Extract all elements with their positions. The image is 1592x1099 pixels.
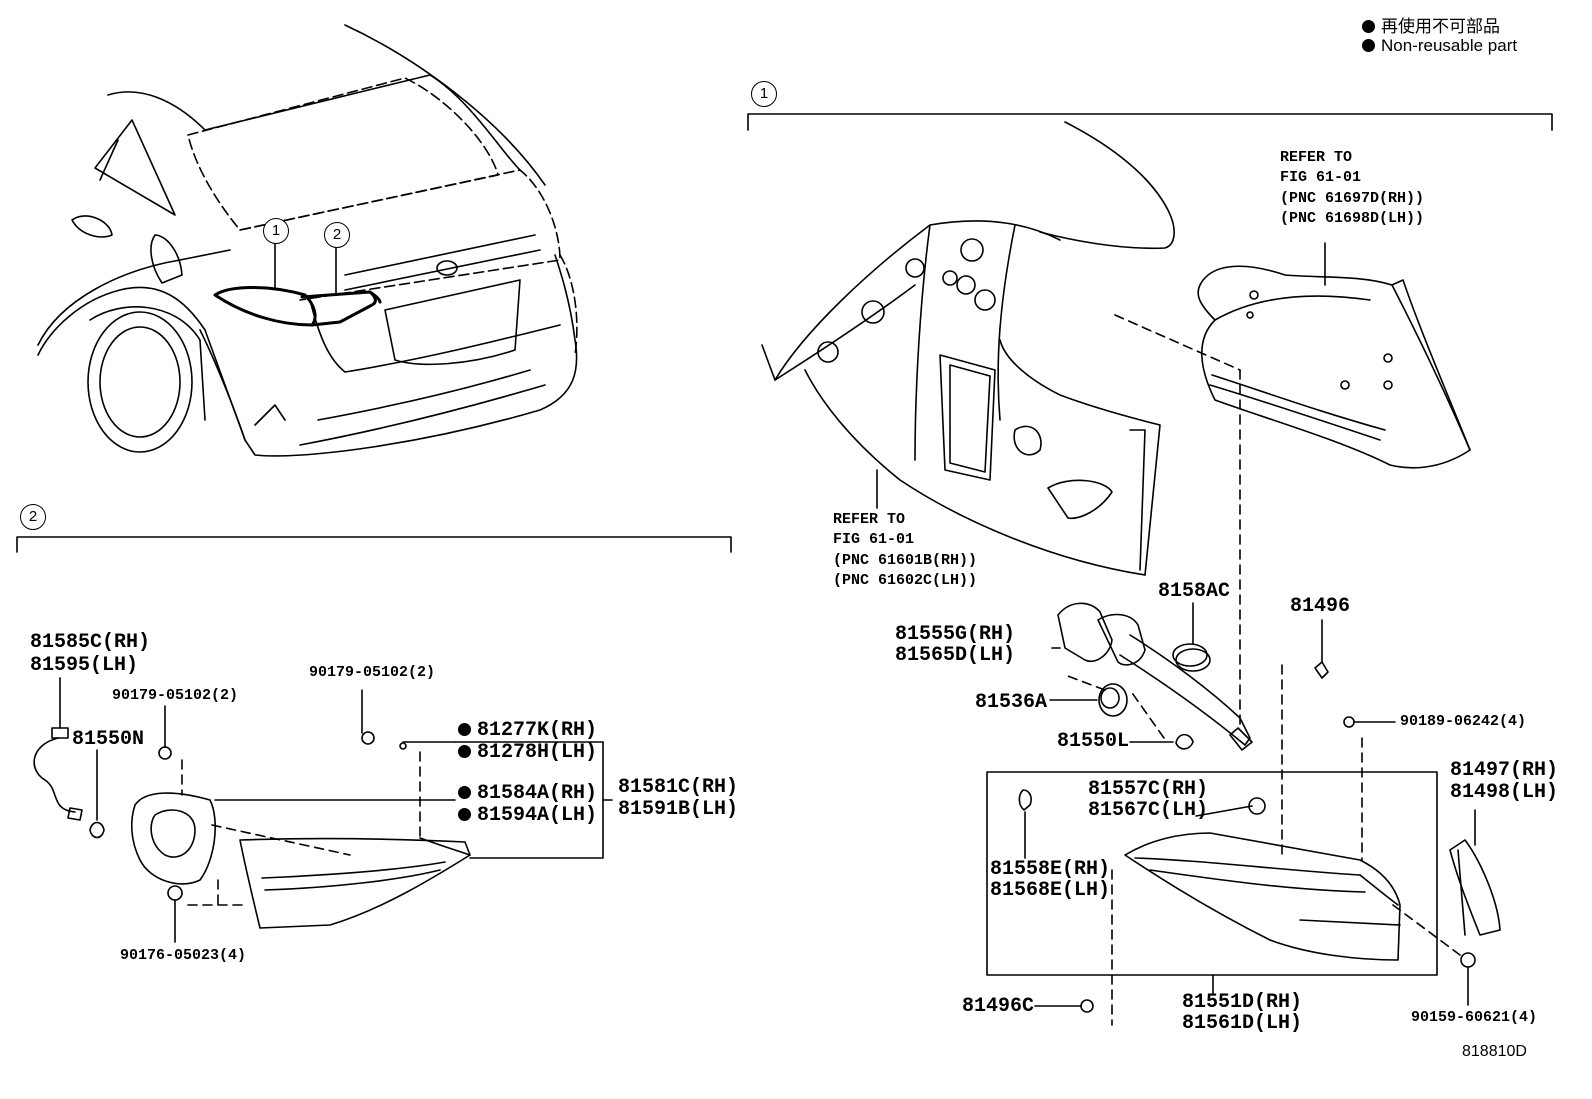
part-81585c[interactable]: 81585C(RH)	[30, 631, 151, 654]
part-81550l[interactable]: 81550L	[1057, 730, 1130, 753]
legend-non-reusable-jp: 再使用不可部品	[1362, 12, 1500, 37]
legend-non-reusable-en: Non-reusable part	[1362, 36, 1517, 56]
non-reusable-icon	[458, 786, 471, 799]
part-81497[interactable]: 81497(RH)	[1450, 759, 1559, 782]
part-81278h[interactable]: 81278H(LH)	[458, 743, 597, 763]
part-81555g[interactable]: 81555G(RH)	[895, 623, 1016, 646]
part-81496[interactable]: 81496	[1290, 595, 1351, 618]
part-81536a[interactable]: 81536A	[975, 691, 1048, 714]
section-2-marker: 2	[20, 504, 46, 530]
part-81550n[interactable]: 81550N	[72, 728, 145, 751]
part-90179-a[interactable]: 90179-05102(2)	[112, 687, 239, 704]
part-81496c[interactable]: 81496C	[962, 995, 1035, 1018]
section-1-dashed-leaders	[1065, 315, 1460, 1025]
part-81594a[interactable]: 81594A(LH)	[458, 806, 597, 826]
part-81565d[interactable]: 81565D(LH)	[895, 644, 1016, 667]
lamp-box	[987, 772, 1437, 975]
part-90176[interactable]: 90176-05023(4)	[120, 947, 247, 964]
body-panel-illustration	[762, 122, 1174, 575]
bracket-illustration	[1450, 810, 1500, 935]
part-81558e[interactable]: 81558E(RH)	[990, 858, 1111, 881]
part-81568e[interactable]: 81568E(LH)	[990, 879, 1111, 902]
part-81557c[interactable]: 81557C(RH)	[1088, 778, 1209, 801]
diagram-code: 818810D	[1462, 1043, 1527, 1060]
part-90179-b[interactable]: 90179-05102(2)	[309, 664, 436, 681]
section-1-bracket	[748, 114, 1552, 130]
liner-illustration	[1198, 243, 1470, 468]
part-81567c[interactable]: 81567C(LH)	[1088, 799, 1209, 822]
non-reusable-icon	[458, 745, 471, 758]
part-90189[interactable]: 90189-06242(4)	[1400, 713, 1527, 730]
part-81591b[interactable]: 81591B(LH)	[618, 798, 739, 821]
part-81584a[interactable]: 81584A(RH)	[458, 784, 597, 804]
section-2-dashed-leaders	[182, 752, 420, 910]
part-90159[interactable]: 90159-60621(4)	[1411, 1009, 1538, 1026]
bullet-icon	[1362, 39, 1375, 52]
part-81561d[interactable]: 81561D(LH)	[1182, 1012, 1303, 1035]
part-81498[interactable]: 81498(LH)	[1450, 781, 1559, 804]
bullet-icon	[1362, 20, 1375, 33]
part-81581c[interactable]: 81581C(RH)	[618, 776, 739, 799]
part-81551d[interactable]: 81551D(RH)	[1182, 991, 1303, 1014]
section-2-illustration	[34, 678, 612, 942]
vehicle-callout-2: 2	[324, 222, 350, 248]
section-1-marker: 1	[751, 81, 777, 107]
fasteners-section-1	[1035, 603, 1475, 1012]
section-2-bracket	[17, 537, 731, 552]
part-81277k[interactable]: 81277K(RH)	[458, 721, 597, 741]
part-8158ac[interactable]: 8158AC	[1158, 580, 1231, 603]
vehicle-callout-1: 1	[263, 218, 289, 244]
vehicle-illustration	[38, 25, 577, 456]
socket-wire-illustration	[1058, 603, 1252, 750]
non-reusable-icon	[458, 808, 471, 821]
non-reusable-icon	[458, 723, 471, 736]
part-81595[interactable]: 81595(LH)	[30, 654, 139, 677]
